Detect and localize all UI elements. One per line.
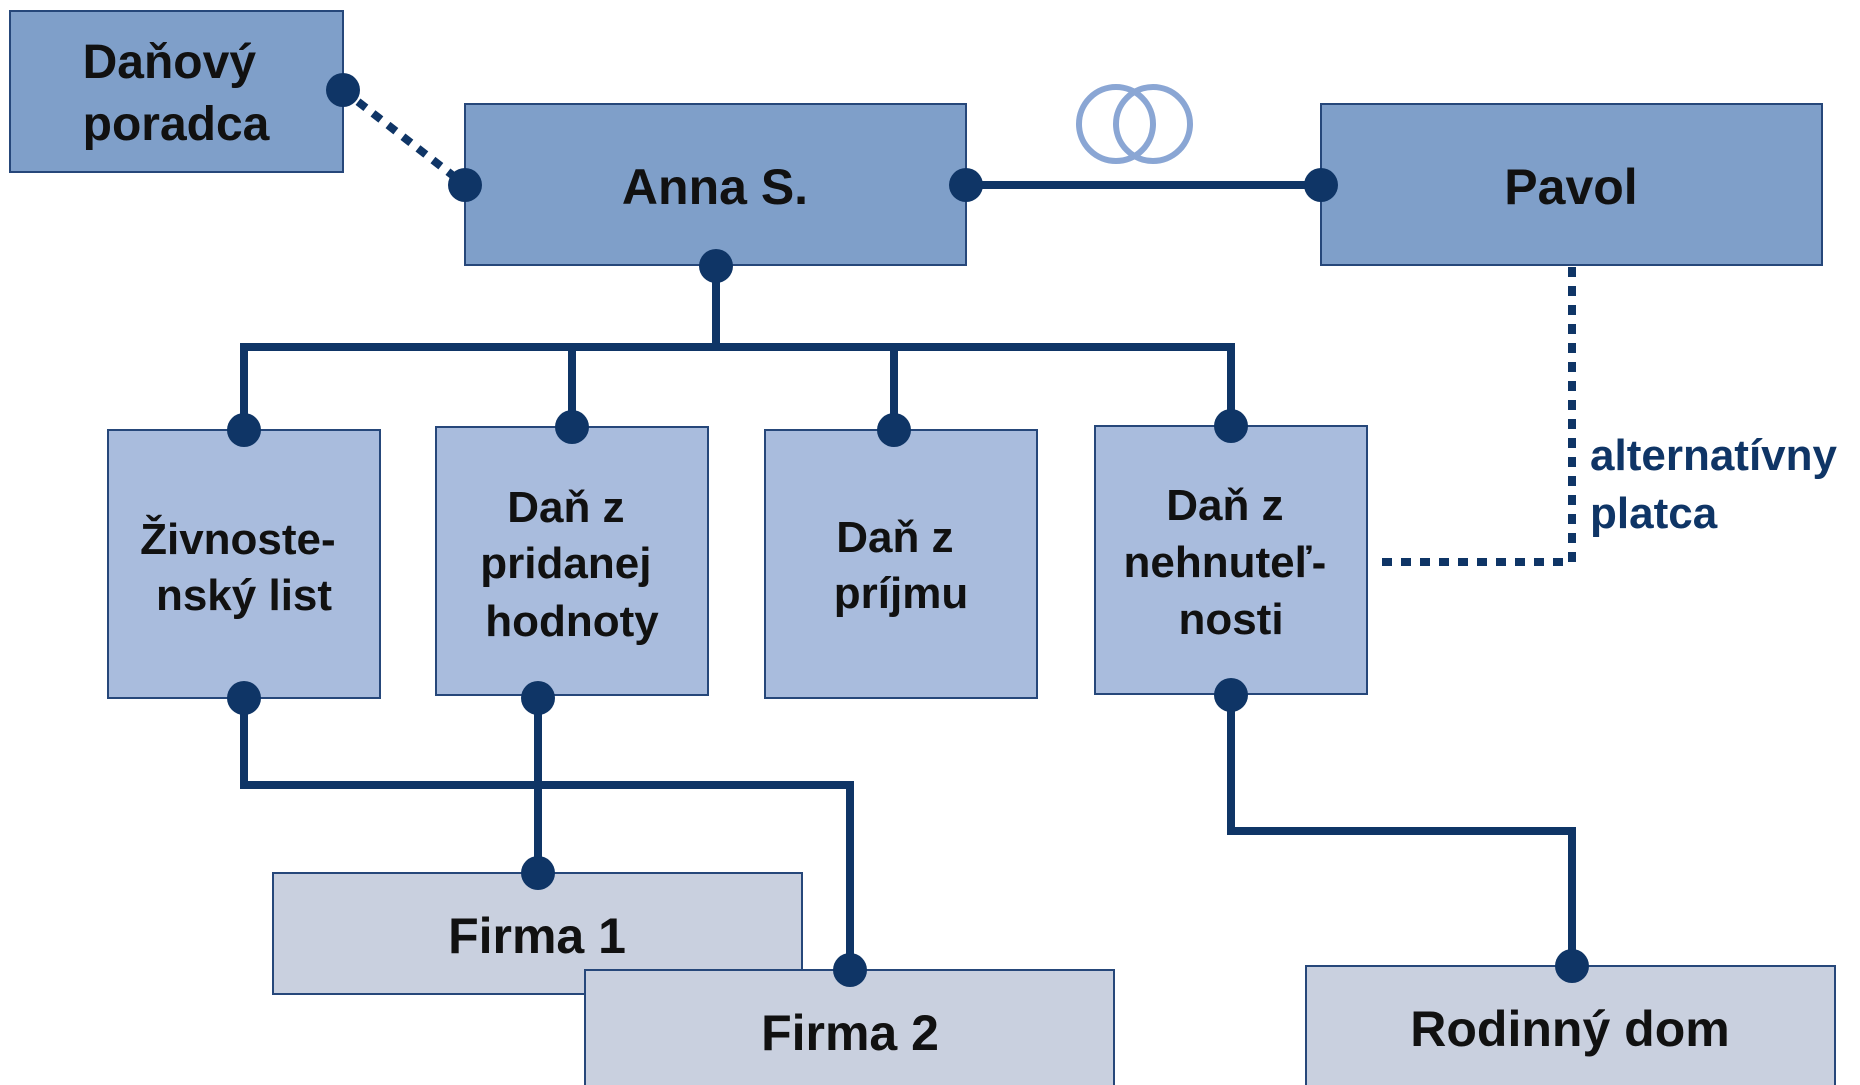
tax-advisor-label: Daňový poradca [83,36,270,151]
trade-license-box[interactable] [107,429,381,699]
anna-label: Anna S. [622,159,808,215]
vat-top-dot [555,410,589,444]
income-tax-label: Daň z príjmu [834,513,968,618]
alternative-payer-label: alternatívny platca [1590,431,1849,538]
income-tax-box[interactable] [764,429,1038,699]
connection-dots [227,73,1589,987]
property-tax-box[interactable] [1094,425,1368,695]
trade-license-to-firm2-link [240,698,854,970]
property-tax-top-dot [1214,409,1248,443]
trade-license-top-dot [227,413,261,447]
firm2-top-dot [833,953,867,987]
firm1-top-dot [521,856,555,890]
anna-left-dot [448,168,482,202]
property-tax-bottom-dot [1214,678,1248,712]
anna-to-trade-license-link [240,266,720,430]
anna-bottom-dot [699,249,733,283]
property-tax-label: Daň z nehnuteľ- nosti [1124,481,1339,644]
property-tax-to-house-link [1227,695,1576,966]
anna-to-property-tax-link [716,343,1235,426]
pavol-label: Pavol [1504,159,1637,215]
tax-advisor-box[interactable] [9,10,344,173]
firm2-label: Firma 2 [761,1005,939,1061]
pavol-left-dot [1304,168,1338,202]
anna-to-income-tax-link [716,343,898,430]
firm1-label: Firma 1 [448,908,626,964]
vat-box[interactable] [435,426,709,696]
wedding-rings-icon [1076,84,1193,164]
firm2-box[interactable] [584,969,1115,1085]
trade-license-bottom-dot [227,681,261,715]
alternative-payer-link [1373,267,1576,566]
node-boxes [9,10,1836,1085]
advisor-dot [326,73,360,107]
family-house-top-dot [1555,949,1589,983]
pavol-box[interactable] [1320,103,1823,266]
vat-label: Daň z pridanej hodnoty [480,483,663,646]
anna-right-dot [949,168,983,202]
connectors [240,86,1576,970]
anna-to-vat-link [568,343,716,427]
advisor-link [340,86,468,189]
trade-license-label: Živnoste- nský list [140,514,348,620]
income-tax-top-dot [877,413,911,447]
family-house-label: Rodinný dom [1410,1001,1729,1057]
vat-bottom-dot [521,681,555,715]
family-house-box[interactable] [1305,965,1836,1085]
